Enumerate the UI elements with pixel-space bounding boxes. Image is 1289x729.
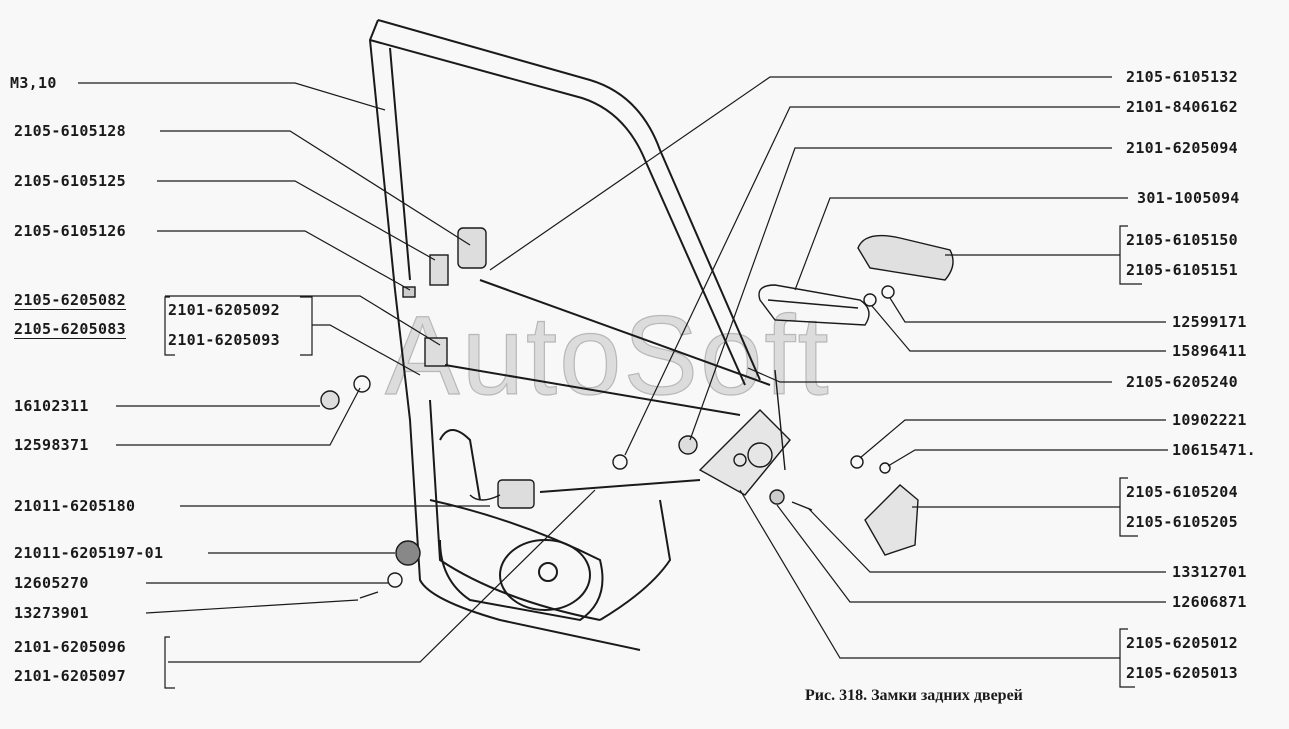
label-2105-6205083: 2105-6205083 (14, 320, 126, 339)
label-2105-6105205: 2105-6105205 (1126, 513, 1238, 531)
label-2101-6205096: 2101-6205096 (14, 638, 126, 656)
label-2105-6105151: 2105-6105151 (1126, 261, 1238, 279)
label-2101-6205093: 2101-6205093 (168, 331, 280, 349)
label-2101-6205094: 2101-6205094 (1126, 139, 1238, 157)
label-12599171: 12599171 (1172, 313, 1247, 331)
label-12605270: 12605270 (14, 574, 89, 592)
outer-handle (857, 234, 954, 281)
label-10615471: 10615471. (1172, 441, 1256, 459)
label-21011-6205180: 21011-6205180 (14, 497, 136, 515)
label-2105-6205082: 2105-6205082 (14, 291, 126, 310)
brackets (164, 225, 1142, 689)
label-2101-8406162: 2101-8406162 (1126, 98, 1238, 116)
striker-plate (864, 484, 919, 556)
label-2105-6205240: 2105-6205240 (1126, 373, 1238, 391)
label-12606871: 12606871 (1172, 593, 1247, 611)
label-15896411: 15896411 (1172, 342, 1247, 360)
label-2101-6205092: 2101-6205092 (168, 301, 280, 319)
figure-caption: Рис. 318. Замки задних дверей (805, 687, 1023, 704)
leader-lines (78, 76, 1168, 663)
door-frame (368, 19, 771, 651)
small-parts (320, 227, 895, 599)
label-301-1005094: 301-1005094 (1137, 189, 1240, 207)
label-13312701: 13312701 (1172, 563, 1247, 581)
label-m3-10: М3,10 (10, 74, 57, 92)
label-2105-6105128: 2105-6105128 (14, 122, 126, 140)
label-2105-6105126: 2105-6105126 (14, 222, 126, 240)
label-13273901: 13273901 (14, 604, 89, 622)
label-2105-6205013: 2105-6205013 (1126, 664, 1238, 682)
label-21011-6205197-01: 21011-6205197-01 (14, 544, 164, 562)
label-2105-6105150: 2105-6105150 (1126, 231, 1238, 249)
label-2105-6105204: 2105-6105204 (1126, 483, 1238, 501)
handle-gasket (758, 284, 870, 326)
inner-handle (469, 479, 535, 509)
lock-mechanism (698, 409, 791, 496)
label-2105-6105125: 2105-6105125 (14, 172, 126, 190)
label-2101-6205097: 2101-6205097 (14, 667, 126, 685)
label-2105-6105132: 2105-6105132 (1126, 68, 1238, 86)
label-2105-6205012: 2105-6205012 (1126, 634, 1238, 652)
label-12598371: 12598371 (14, 436, 89, 454)
label-16102311: 16102311 (14, 397, 89, 415)
label-10902221: 10902221 (1172, 411, 1247, 429)
